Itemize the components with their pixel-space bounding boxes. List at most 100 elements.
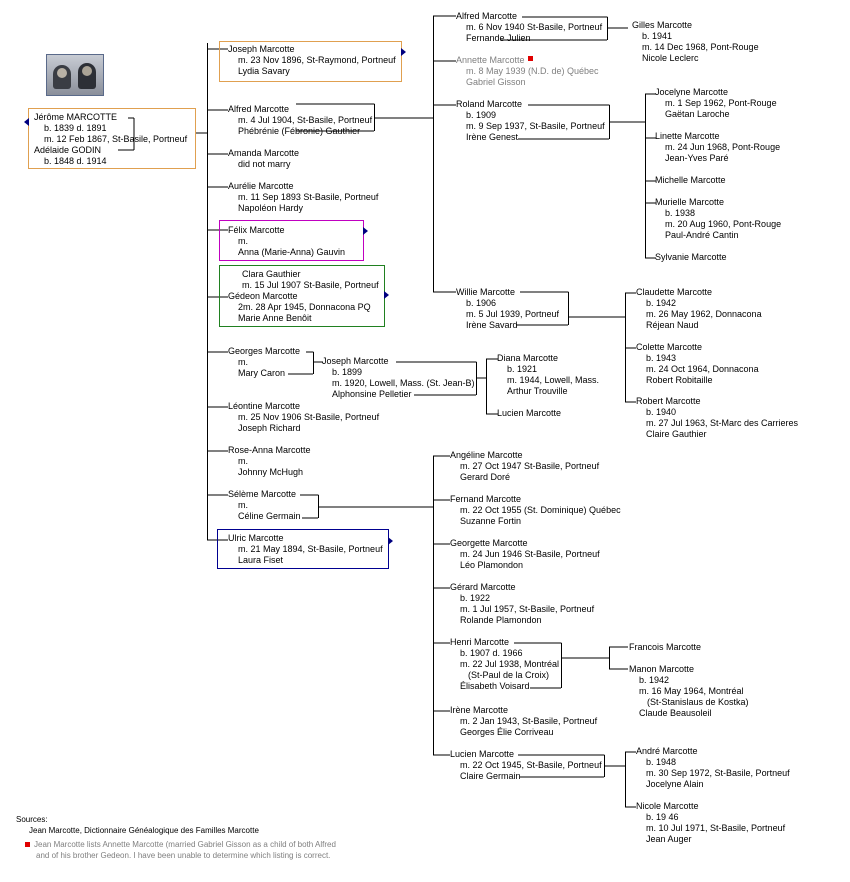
birth-info: b. 1942 — [639, 675, 670, 685]
root-birth: b. 1839 d. 1891 — [44, 123, 107, 133]
marriage-info: m. 1944, Lowell, Mass. — [507, 375, 600, 385]
great-grandchild-sylvanie: Sylvanie Marcotte — [655, 252, 727, 263]
marriage-info: m. — [238, 456, 248, 466]
person-name: Diana Marcotte — [497, 353, 559, 363]
spouse-name: Irène Savard — [466, 320, 518, 330]
marriage-info: m. 24 Jun 1946 St-Basile, Portneuf — [460, 549, 600, 559]
birth-info: b. 1921 — [507, 364, 538, 374]
marriage-place: (St-Paul de la Croix) — [468, 670, 550, 680]
great-grandchild-lucien: Lucien Marcotte — [497, 408, 561, 419]
birth-info: b. 19 46 — [646, 812, 679, 822]
spouse-name: Jocelyne Alain — [646, 779, 704, 789]
spouse-name: Jean Auger — [646, 834, 692, 844]
grandchild-alfred: Alfred Marcotte m. 6 Nov 1940 St-Basile,… — [456, 11, 602, 44]
person-name: Linette Marcotte — [655, 131, 720, 141]
person-name: Félix Marcotte — [228, 225, 285, 235]
spouse-name: Arthur Trouville — [507, 386, 568, 396]
birth-info: b. 1922 — [460, 593, 491, 603]
person-name: Aurélie Marcotte — [228, 181, 294, 191]
grandchild-joseph: Joseph Marcotte b. 1899 m. 1920, Lowell,… — [322, 356, 475, 400]
person-name: Alfred Marcotte — [456, 11, 518, 21]
grandchild-georgette: Georgette Marcotte m. 24 Jun 1946 St-Bas… — [450, 538, 600, 571]
spouse-name: Paul-André Cantin — [665, 230, 739, 240]
marriage-info: m. 14 Dec 1968, Pont-Rouge — [642, 42, 759, 52]
family-photo[interactable] — [46, 54, 104, 96]
great-grandchild-francois: Francois Marcotte — [629, 642, 701, 653]
root-person: Jérôme MARCOTTE b. 1839 d. 1891 m. 12 Fe… — [34, 112, 187, 167]
great-grandchild-robert: Robert Marcotte b. 1940 m. 27 Jul 1963, … — [636, 396, 798, 440]
joseph-link-marker[interactable] — [401, 48, 406, 56]
root-name: Jérôme MARCOTTE — [34, 112, 118, 122]
marriage-info: m. — [238, 500, 248, 510]
root-spouse-dates: b. 1848 d. 1914 — [44, 156, 107, 166]
spouse-name: Réjean Naud — [646, 320, 699, 330]
great-grandchild-linette: Linette Marcotte m. 24 Jun 1968, Pont-Ro… — [655, 131, 780, 164]
joseph-box — [219, 41, 402, 82]
footnote-line-2: and of his brother Gedeon. I have been u… — [36, 851, 331, 860]
spouse-name: Joseph Richard — [238, 423, 301, 433]
great-grandchild-manon: Manon Marcotte b. 1942 m. 16 May 1964, M… — [629, 664, 749, 719]
grandchild-fernand: Fernand Marcotte m. 22 Oct 1955 (St. Dom… — [450, 494, 621, 527]
birth-info: b. 1938 — [665, 208, 696, 218]
person-name: Rose-Anna Marcotte — [228, 445, 311, 455]
spouse-name: Claude Beausoleil — [639, 708, 712, 718]
birth-info: b. 1948 — [646, 757, 677, 767]
marriage-info: m. 22 Jul 1938, Montréal — [460, 659, 560, 669]
spouse-name: Rolande Plamondon — [460, 615, 542, 625]
birth-info: b. 1941 — [642, 31, 673, 41]
marriage-info: m. 16 May 1964, Montréal — [639, 686, 744, 696]
spouse-name: Laura Fiset — [238, 555, 284, 565]
grandchild-angeline: Angéline Marcotte m. 27 Oct 1947 St-Basi… — [450, 450, 599, 483]
grandchild-gerard: Gérard Marcotte b. 1922 m. 1 Jul 1957, S… — [450, 582, 594, 626]
spouse-name: Gabriel Gisson — [466, 77, 526, 87]
grandchild-willie: Willie Marcotte b. 1906 m. 5 Jul 1939, P… — [456, 287, 559, 331]
marriage-info: m. 1 Jul 1957, St-Basile, Portneuf — [460, 604, 595, 614]
marriage-info: m. 11 Sep 1893 St-Basile, Portneuf — [238, 192, 379, 202]
grandchild-annette: Annette Marcotte m. 8 May 1939 (N.D. de)… — [456, 55, 599, 88]
marriage-info: m. 24 Jun 1968, Pont-Rouge — [665, 142, 781, 152]
marriage-info: m. 27 Jul 1963, St-Marc des Carrieres — [646, 418, 799, 428]
marriage-info: m. 21 May 1894, St-Basile, Portneuf — [238, 544, 383, 554]
person-name: Angéline Marcotte — [450, 450, 523, 460]
marriage-info: m. 20 Aug 1960, Pont-Rouge — [665, 219, 782, 229]
sources-text: Jean Marcotte, Dictionnaire Généalogique… — [29, 826, 259, 835]
root-link-marker[interactable] — [24, 118, 29, 126]
person-name: Alfred Marcotte — [228, 104, 290, 114]
person-name: Manon Marcotte — [629, 664, 695, 674]
marriage-info: m. 26 May 1962, Donnacona — [646, 309, 762, 319]
gedeon-link-marker[interactable] — [384, 291, 389, 299]
spouse-name: Claire Gauthier — [646, 429, 707, 439]
child-seleme: Sélème Marcotte m. Céline Germain — [228, 489, 301, 522]
marriage-info: m. 25 Nov 1906 St-Basile, Portneuf — [238, 412, 380, 422]
child-amanda: Amanda Marcotte did not marry — [228, 148, 299, 170]
grandchild-henri: Henri Marcotte b. 1907 d. 1966 m. 22 Jul… — [450, 637, 559, 692]
person-name: Georges Marcotte — [228, 346, 301, 356]
person-name: Francois Marcotte — [629, 642, 702, 652]
note-text: did not marry — [238, 159, 291, 169]
person-name: Sylvanie Marcotte — [655, 252, 727, 262]
person-name: Joseph Marcotte — [322, 356, 389, 366]
person-name: André Marcotte — [636, 746, 698, 756]
spouse-name: Nicole Leclerc — [642, 53, 699, 63]
great-grandchild-nicole: Nicole Marcotte b. 19 46 m. 10 Jul 1971,… — [636, 801, 785, 845]
marriage-info: m. 24 Oct 1964, Donnacona — [646, 364, 759, 374]
spouse-name: Claire Germain — [460, 771, 521, 781]
spouse-name: Jean-Yves Paré — [665, 153, 729, 163]
spouse-name: Élisabeth Voisard — [460, 681, 530, 691]
spouse-name: Clara Gauthier — [242, 269, 301, 279]
person-name: Nicole Marcotte — [636, 801, 699, 811]
great-grandchild-gilles: Gilles Marcotte b. 1941 m. 14 Dec 1968, … — [632, 20, 759, 64]
marriage-info: m. 15 Jul 1907 St-Basile, Portneuf — [242, 280, 379, 290]
marriage-info: m. — [238, 236, 248, 246]
spouse-name: Fernande Julien — [466, 33, 531, 43]
felix-link-marker[interactable] — [363, 227, 368, 235]
birth-info: b. 1943 — [646, 353, 677, 363]
marriage-info: m. 4 Jul 1904, St-Basile, Portneuf — [238, 115, 373, 125]
child-joseph: Joseph Marcotte m. 23 Nov 1896, St-Raymo… — [228, 44, 396, 77]
ulric-link-marker[interactable] — [388, 537, 393, 545]
spouse-name: Gaëtan Laroche — [665, 109, 730, 119]
person-name: Willie Marcotte — [456, 287, 516, 297]
great-grandchild-colette: Colette Marcotte b. 1943 m. 24 Oct 1964,… — [636, 342, 759, 386]
person-name: Colette Marcotte — [636, 342, 703, 352]
spouse-name: Johnny McHugh — [238, 467, 304, 477]
